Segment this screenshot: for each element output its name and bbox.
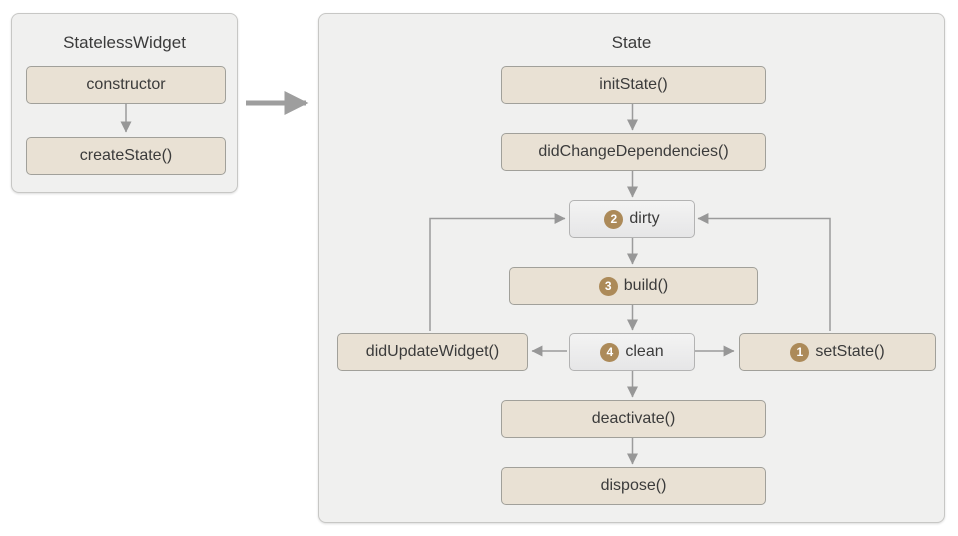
node-did-change-dependencies-label: didChangeDependencies() [538,143,729,160]
node-create-state: createState() [26,137,226,175]
node-deactivate-label: deactivate() [591,410,676,427]
node-build: 3 build() [509,267,758,305]
node-create-state-label: createState() [79,147,173,164]
node-set-state: 1 setState() [739,333,936,371]
node-dirty: 2 dirty [569,200,695,238]
node-init-state-label: initState() [599,76,668,93]
state-title: State [611,33,652,52]
node-init-state: initState() [501,66,766,104]
node-build-label: build() [623,277,669,294]
node-dispose: dispose() [501,467,766,505]
step-badge-3: 3 [598,276,618,296]
node-dispose-label: dispose() [600,477,667,494]
node-deactivate: deactivate() [501,400,766,438]
step-badge-1: 1 [790,342,810,362]
stateless-widget-panel: StatelessWidget constructor createState(… [11,13,238,193]
node-dirty-label: dirty [629,210,660,227]
step-badge-4: 4 [600,342,620,362]
node-clean-label: clean [625,343,664,360]
node-did-update-widget-label: didUpdateWidget() [365,343,500,360]
step-badge-2: 2 [604,209,624,229]
node-did-update-widget: didUpdateWidget() [337,333,528,371]
node-constructor: constructor [26,66,226,104]
node-constructor-label: constructor [86,76,166,93]
node-set-state-label: setState() [815,343,885,360]
node-clean: 4 clean [569,333,695,371]
stateless-widget-title: StatelessWidget [63,33,186,52]
state-panel: State initState() didChangeDependencies(… [318,13,945,523]
node-did-change-dependencies: didChangeDependencies() [501,133,766,171]
